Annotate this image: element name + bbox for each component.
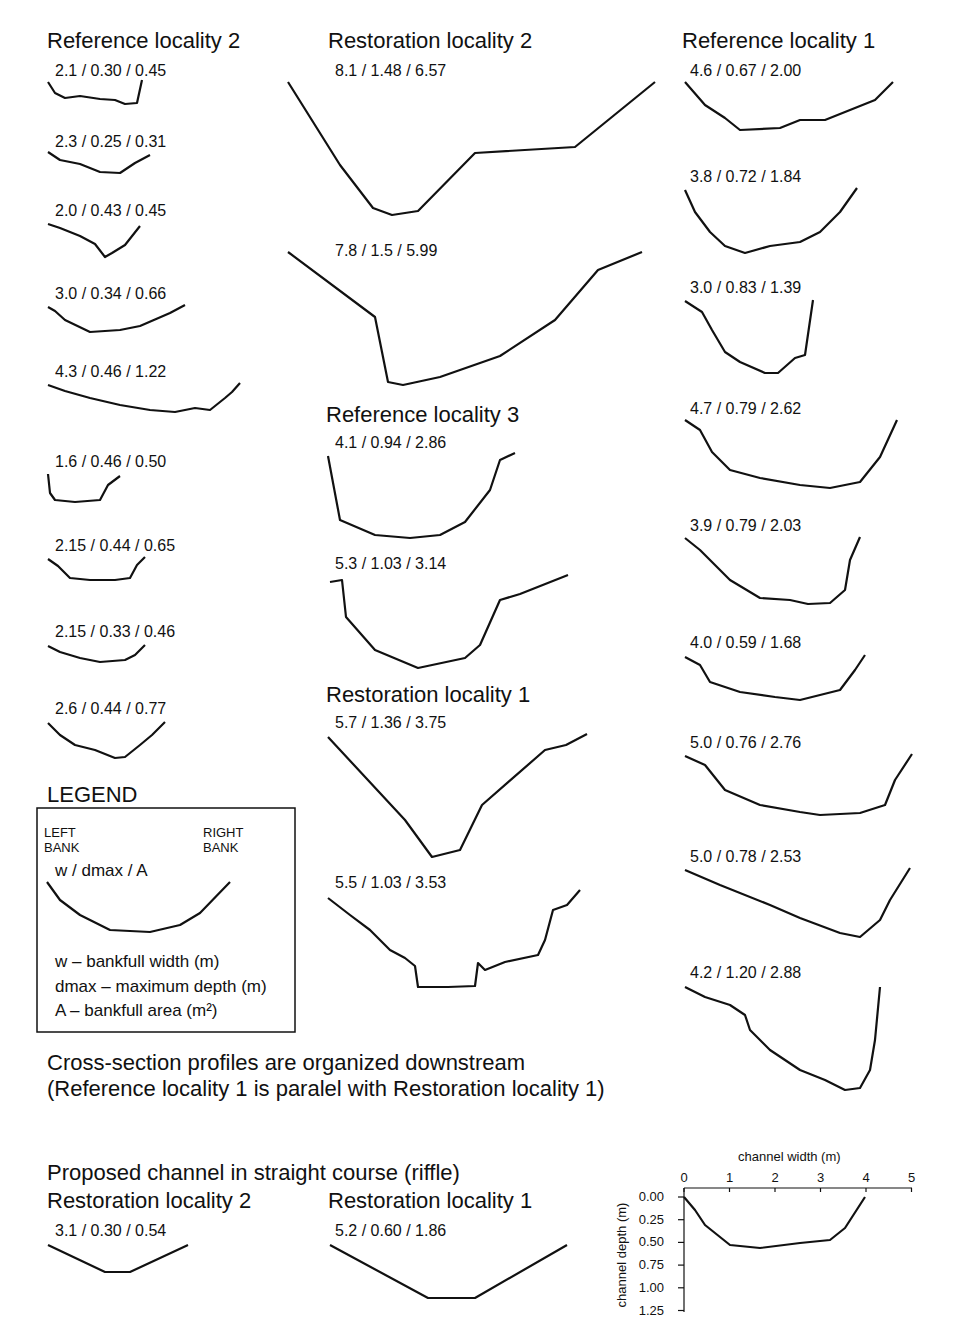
cross-section-profile xyxy=(48,722,165,758)
cross-section-profile xyxy=(48,1245,188,1272)
cross-section-profile xyxy=(328,453,515,538)
section-heading: Reference locality 2 xyxy=(47,28,240,53)
cross-section-profile xyxy=(330,575,568,668)
cross-section-profile xyxy=(288,252,642,385)
cross-section-profile xyxy=(48,80,142,104)
cross-section-profile xyxy=(48,152,150,173)
cross-section-profile xyxy=(685,300,813,373)
profile-dimensions: 2.3 / 0.25 / 0.31 xyxy=(55,133,166,151)
cross-section-profile xyxy=(328,734,587,857)
section-heading: Cross-section profiles are organized dow… xyxy=(47,1050,525,1075)
profile-dimensions: 2.6 / 0.44 / 0.77 xyxy=(55,700,166,718)
axis-tick-label: 1 xyxy=(726,1171,733,1186)
profile-dimensions: 8.1 / 1.48 / 6.57 xyxy=(335,62,446,80)
cross-section-profile xyxy=(328,890,580,987)
section-heading: Reference locality 3 xyxy=(326,402,519,427)
profile-dimensions: 5.0 / 0.78 / 2.53 xyxy=(690,848,801,866)
cross-section-profile xyxy=(48,305,185,332)
cross-section-profile xyxy=(685,82,893,130)
cross-section-profile xyxy=(684,1197,865,1248)
cross-section-profile xyxy=(685,188,857,253)
profile-dimensions: 2.15 / 0.44 / 0.65 xyxy=(55,537,175,555)
profile-dimensions: 4.6 / 0.67 / 2.00 xyxy=(690,62,801,80)
axis-tick-label: 1.00 xyxy=(639,1281,664,1296)
axis-tick-label: 0.25 xyxy=(639,1213,664,1228)
cross-section-profile xyxy=(330,1245,567,1298)
profile-dimensions: 7.8 / 1.5 / 5.99 xyxy=(335,242,437,260)
profile-dimensions: 5.0 / 0.76 / 2.76 xyxy=(690,734,801,752)
section-heading: Restoration locality 2 xyxy=(328,28,532,53)
axis-title: channel depth (m) xyxy=(615,1203,630,1308)
legend-entry: A – bankfull area (m²) xyxy=(55,1001,218,1021)
bank-label: LEFT BANK xyxy=(44,826,88,856)
cross-section-profile xyxy=(48,383,240,412)
axis-tick-label: 0.75 xyxy=(639,1258,664,1273)
profile-dimensions: w / dmax / A xyxy=(55,861,148,881)
axis-tick-label: 1.25 xyxy=(639,1304,664,1319)
profile-dimensions: 3.8 / 0.72 / 1.84 xyxy=(690,168,801,186)
bank-label: RIGHT BANK xyxy=(203,826,247,856)
legend-frame xyxy=(37,808,295,1032)
axis-tick-label: 3 xyxy=(817,1171,824,1186)
profile-dimensions: 3.0 / 0.34 / 0.66 xyxy=(55,285,166,303)
cross-section-profile xyxy=(48,557,145,580)
scale-axes xyxy=(678,1188,912,1312)
legend-entry: dmax – maximum depth (m) xyxy=(55,977,267,997)
cross-section-profile xyxy=(288,82,655,215)
section-heading: Proposed channel in straight course (rif… xyxy=(47,1160,460,1185)
profile-dimensions: 3.1 / 0.30 / 0.54 xyxy=(55,1222,166,1240)
profile-dimensions: 4.7 / 0.79 / 2.62 xyxy=(690,400,801,418)
section-heading: Reference locality 1 xyxy=(682,28,875,53)
axis-tick-label: 5 xyxy=(908,1171,915,1186)
section-heading: Restoration locality 1 xyxy=(326,682,530,707)
profile-dimensions: 5.7 / 1.36 / 3.75 xyxy=(335,714,446,732)
cross-section-profile xyxy=(685,868,910,937)
cross-section-profile xyxy=(685,987,880,1090)
profile-dimensions: 5.3 / 1.03 / 3.14 xyxy=(335,555,446,573)
cross-section-profile xyxy=(47,882,230,932)
profile-dimensions: 4.2 / 1.20 / 2.88 xyxy=(690,964,801,982)
profile-dimensions: 5.5 / 1.03 / 3.53 xyxy=(335,874,446,892)
section-heading: (Reference locality 1 is paralel with Re… xyxy=(47,1076,605,1101)
profile-dimensions: 3.9 / 0.79 / 2.03 xyxy=(690,517,801,535)
section-heading: LEGEND xyxy=(47,782,137,807)
cross-section-profile xyxy=(48,645,145,662)
profile-dimensions: 4.1 / 0.94 / 2.86 xyxy=(335,434,446,452)
profile-dimensions: 3.0 / 0.83 / 1.39 xyxy=(690,279,801,297)
cross-section-profile xyxy=(685,537,860,604)
cross-section-profile xyxy=(48,224,140,257)
cross-section-profile xyxy=(685,655,865,700)
profile-dimensions: 2.15 / 0.33 / 0.46 xyxy=(55,623,175,641)
axis-tick-label: 0.00 xyxy=(639,1190,664,1205)
profile-dimensions: 2.1 / 0.30 / 0.45 xyxy=(55,62,166,80)
axis-tick-label: 2 xyxy=(771,1171,778,1186)
axis-title: channel width (m) xyxy=(738,1150,841,1165)
profile-dimensions: 4.0 / 0.59 / 1.68 xyxy=(690,634,801,652)
section-heading: Restoration locality 2 xyxy=(47,1188,251,1213)
section-heading: Restoration locality 1 xyxy=(328,1188,532,1213)
profile-dimensions: 1.6 / 0.46 / 0.50 xyxy=(55,453,166,471)
axis-tick-label: 0 xyxy=(680,1171,687,1186)
profile-dimensions: 4.3 / 0.46 / 1.22 xyxy=(55,363,166,381)
profile-dimensions: 5.2 / 0.60 / 1.86 xyxy=(335,1222,446,1240)
axis-tick-label: 0.50 xyxy=(639,1235,664,1250)
axis-tick-label: 4 xyxy=(862,1171,869,1186)
cross-section-profile xyxy=(685,420,897,488)
cross-section-profile xyxy=(48,474,120,502)
profile-dimensions: 2.0 / 0.43 / 0.45 xyxy=(55,202,166,220)
legend-entry: w – bankfull width (m) xyxy=(55,952,219,972)
cross-section-profile xyxy=(685,754,912,815)
